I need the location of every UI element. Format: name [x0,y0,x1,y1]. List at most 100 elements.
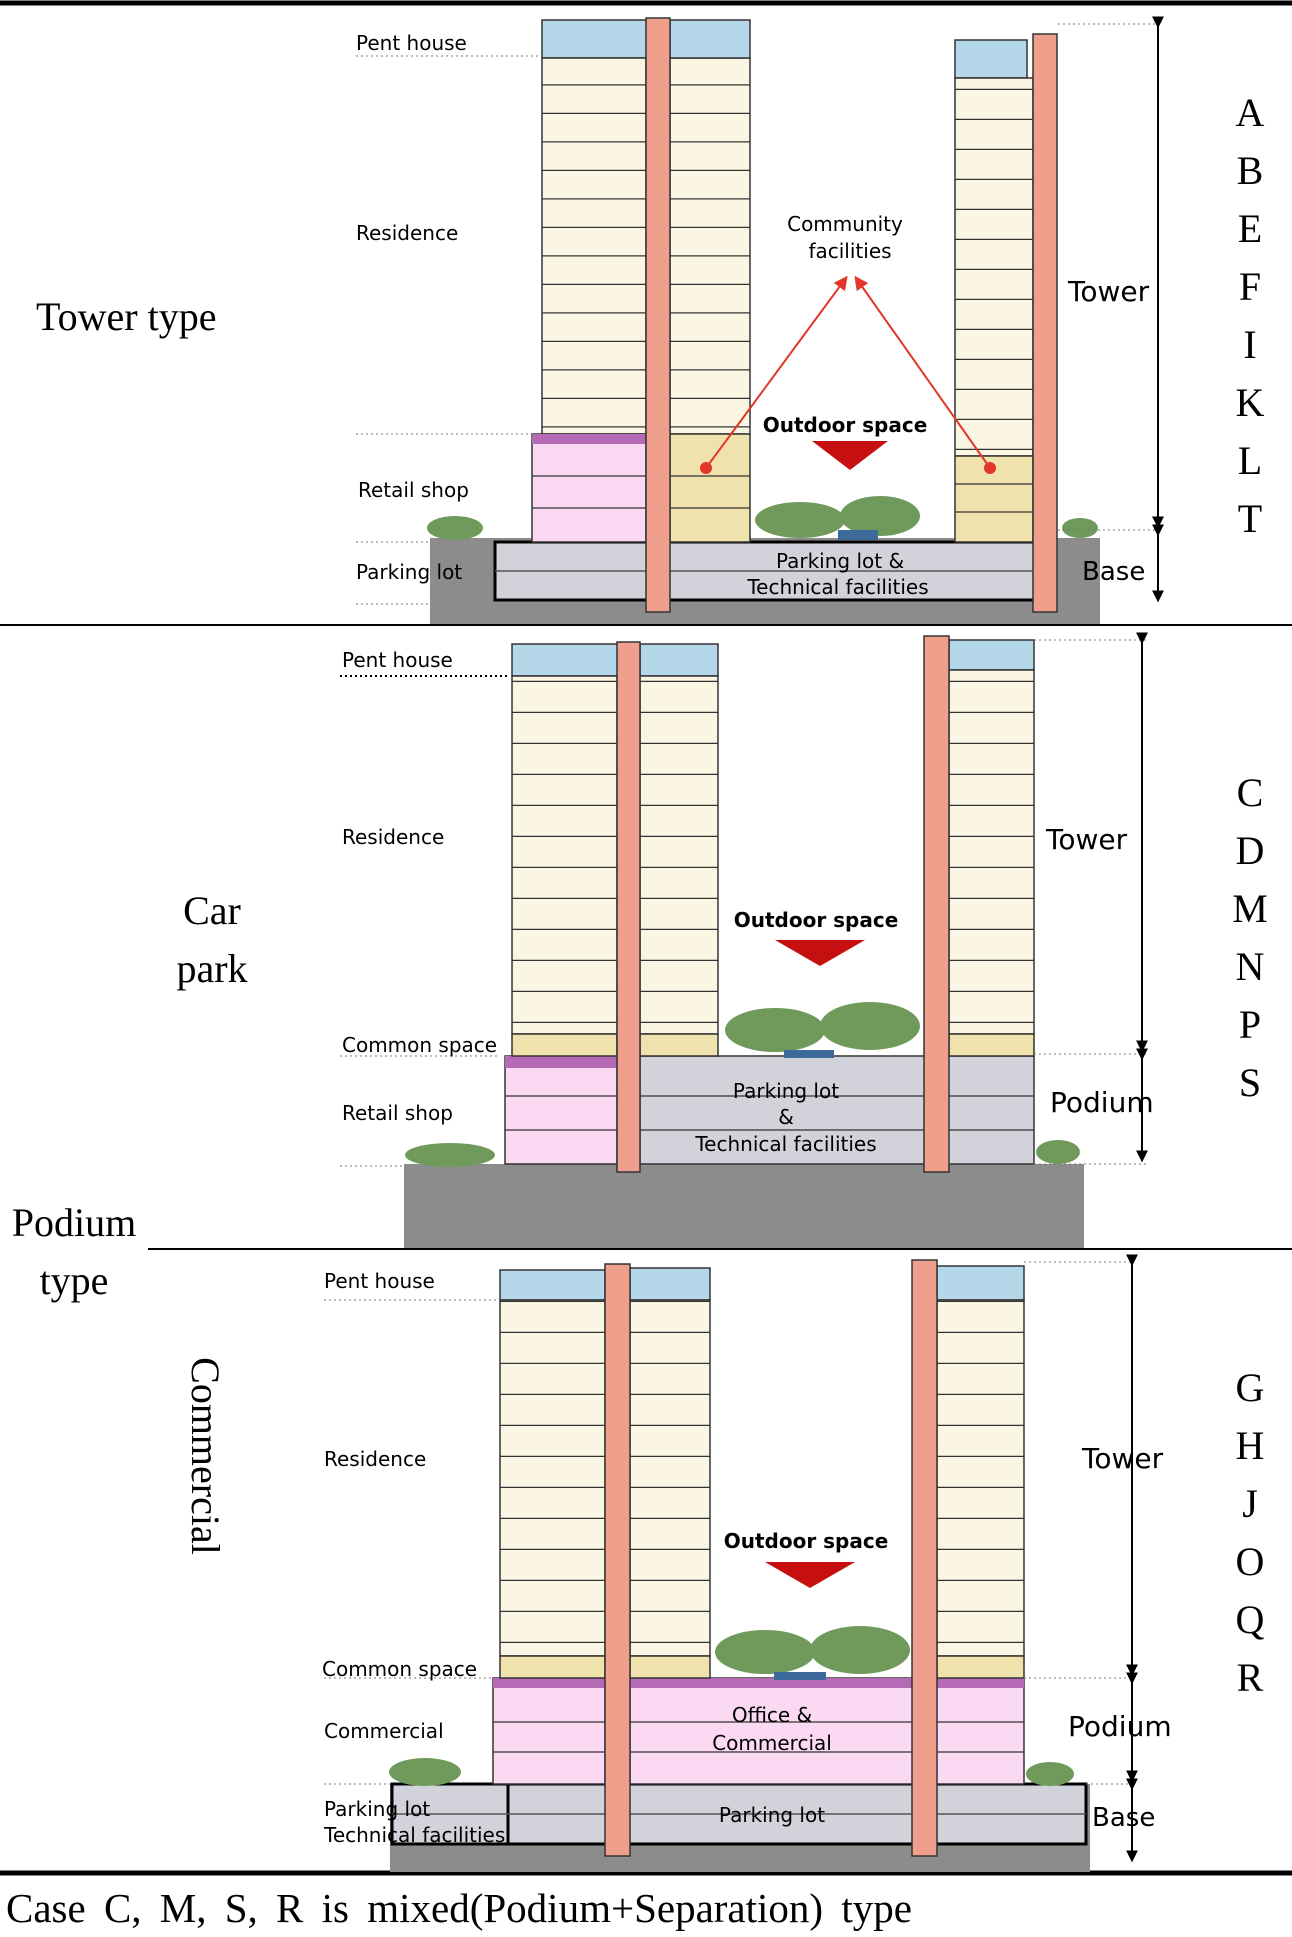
case-letter: D [1236,828,1265,873]
case-letter: E [1238,206,1262,251]
parking-center-1: Parking lot & [776,549,904,573]
case-letter: J [1242,1481,1258,1526]
parking-center-3: Technical facilities [694,1132,876,1156]
community-arrow-right [854,275,991,469]
case-letter: B [1237,148,1264,193]
residence-label: Residence [356,221,458,245]
commercial-label: Commercial [324,1719,444,1743]
retail-label: Retail shop [342,1101,453,1125]
common-left [511,1033,618,1057]
case-letter: C [1237,770,1264,815]
penthouse-label: Pent house [342,648,453,672]
residence-left [511,675,618,1035]
common-label: Common space [322,1657,477,1681]
case-letter: G [1236,1365,1265,1410]
podium-type-label-2: type [40,1258,109,1303]
common-left [499,1655,606,1679]
tower-type-section: Tower type Pent house Residence Retail s… [36,16,1164,624]
parking-podium [639,1055,1035,1165]
office-commercial [629,1677,1025,1785]
parking-center-2: Technical facilities [746,575,928,599]
residence-label: Residence [324,1447,426,1471]
case-letter: Q [1236,1597,1265,1642]
residence-label: Residence [342,825,444,849]
tower-dim-label: Tower [1045,823,1128,856]
case-letter: T [1238,496,1262,541]
residence-left [499,1299,606,1657]
core-left [604,1263,631,1857]
parking-label-2: Technical facilities [323,1823,505,1847]
case-letter: P [1239,1002,1261,1047]
carpark-ground [404,1164,1084,1248]
commercial-type-label: Commercial [183,1357,228,1555]
case-letter: S [1239,1060,1261,1105]
case-letter: M [1232,886,1268,931]
core-left [616,641,641,1173]
case-letter: A [1236,90,1265,135]
case-letter: N [1236,944,1265,989]
penthouse-right [954,39,1028,79]
residence-right [948,669,1035,1035]
carpark-type-label-2: park [176,946,247,991]
retail-label: Retail shop [358,478,469,502]
footnote: Case C, M, S, R is mixed(Podium+Separati… [6,1885,912,1931]
parking-center: Parking lot [719,1803,825,1827]
case-letter: I [1243,322,1256,367]
tower-dim-label: Tower [1081,1442,1164,1475]
tower-dim-label: Tower [1067,275,1150,308]
community-label-2: facilities [808,239,891,263]
case-letter: K [1236,380,1265,425]
outdoor-marker [812,441,888,470]
penthouse-label: Pent house [356,31,467,55]
base-dim-label: Base [1092,1803,1155,1833]
commercial-section: Commercial Pent house Residence Common s… [183,1254,1172,1872]
residence-left-wing [669,57,751,435]
core-right [1032,33,1058,613]
community-label-1: Community [787,212,903,236]
outdoor-label: Outdoor space [734,908,899,932]
penthouse-left [541,19,653,59]
carpark-section: Car park Pent house Residence Common spa… [176,632,1154,1248]
case-letter: L [1238,438,1262,483]
podium-dim-label: Podium [1050,1086,1154,1119]
office-center-1: Office & [732,1703,812,1727]
retail-left [531,433,647,543]
case-letter: H [1236,1423,1265,1468]
retail-shop-block [504,1055,618,1165]
common-label: Common space [342,1033,497,1057]
parking-label: Parking lot [356,560,462,584]
core-right [923,635,950,1173]
residence-right [936,1299,1025,1657]
commercial-left [492,1677,606,1785]
podium-type-label-1: Podium [12,1200,136,1245]
core-left [645,17,671,613]
planting [427,496,1098,540]
office-center-2: Commercial [712,1731,832,1755]
podium-dim-label: Podium [1068,1710,1172,1743]
outdoor-marker [765,1562,855,1588]
carpark-planting [405,1002,1080,1167]
outdoor-marker [775,940,865,966]
parking-center-1: Parking lot [733,1079,839,1103]
tower-type-label: Tower type [36,294,216,339]
case-letter: R [1237,1655,1264,1700]
residence-left [541,57,647,435]
base-dim-label: Base [1082,557,1145,587]
case-letter: O [1236,1539,1265,1584]
commercial-planting [389,1626,1074,1786]
penthouse-block [511,643,621,677]
carpark-type-label-1: Car [183,888,241,933]
core-right [911,1259,938,1857]
parking-center-2: & [778,1105,794,1129]
community-left [669,433,751,543]
residence-right [954,77,1034,457]
parking-label-1: Parking lot [324,1797,430,1821]
outdoor-label: Outdoor space [724,1529,889,1553]
outdoor-label: Outdoor space [763,413,928,437]
community-arrow-left [705,275,848,469]
penthouse-label: Pent house [324,1269,435,1293]
